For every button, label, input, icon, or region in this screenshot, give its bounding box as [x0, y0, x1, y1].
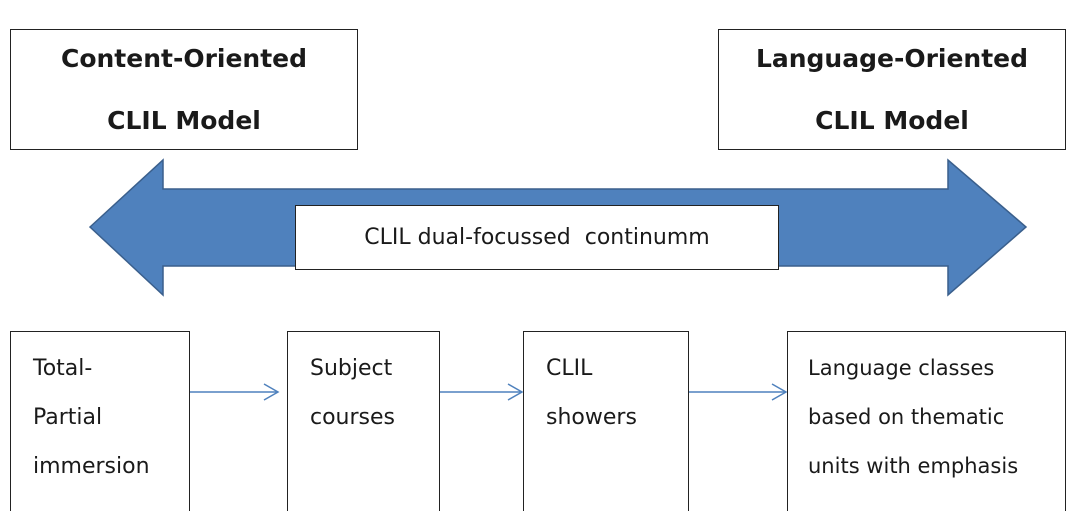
step-2-line-1: Subject — [310, 356, 393, 381]
language-model-title: Language-Oriented — [755, 43, 1029, 73]
step-subject-courses: Subject courses — [287, 331, 440, 511]
step-1-line-3: immersion — [33, 454, 150, 479]
step-4-line-3: units with emphasis — [808, 454, 1019, 478]
step-3-line-2: showers — [546, 405, 637, 430]
continuum-label: CLIL dual-focussed continumm — [364, 225, 710, 250]
content-model-subtitle: CLIL Model — [107, 105, 261, 135]
step-clil-showers: CLIL showers — [523, 331, 689, 511]
language-model-subtitle: CLIL Model — [815, 105, 969, 135]
content-model-title: Content-Oriented — [60, 43, 308, 73]
step-1-line-1: Total- — [33, 356, 93, 381]
connector-arrow-1-head — [263, 383, 280, 401]
connector-arrow-3-head — [771, 383, 788, 401]
step-1-line-2: Partial — [33, 405, 103, 430]
step-2-line-2: courses — [310, 405, 396, 430]
language-oriented-model-box: Language-Oriented CLIL Model — [718, 29, 1066, 150]
continuum-label-box: CLIL dual-focussed continumm — [295, 205, 779, 270]
content-oriented-model-box: Content-Oriented CLIL Model — [10, 29, 358, 150]
step-language-classes: Language classes based on thematic units… — [787, 331, 1066, 511]
step-4-line-1: Language classes — [808, 356, 995, 380]
step-connectors — [190, 383, 788, 401]
step-3-line-1: CLIL — [546, 356, 593, 381]
step-total-partial-immersion: Total- Partial immersion — [10, 331, 190, 511]
step-4-line-2: based on thematic — [808, 405, 1005, 429]
connector-arrow-2-head — [507, 383, 524, 401]
